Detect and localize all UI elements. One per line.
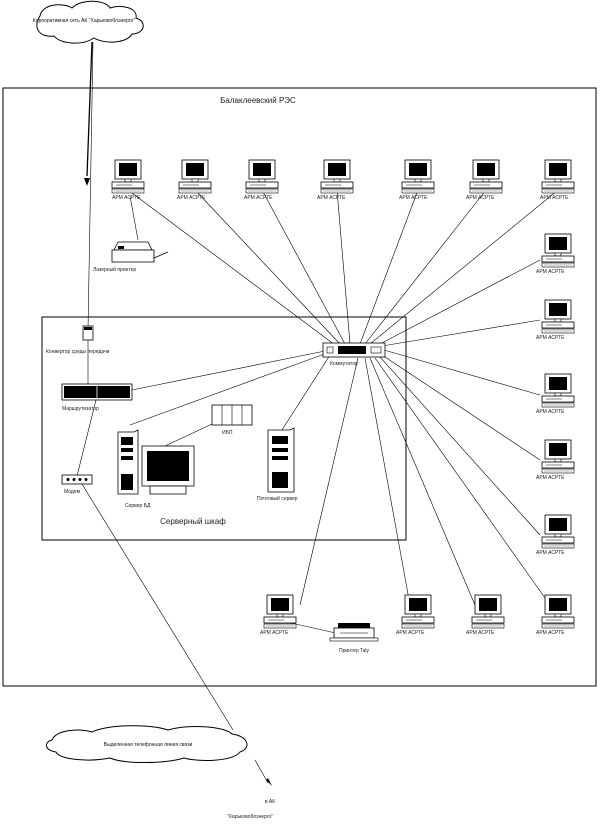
workstation-label: АРМ АСРТЕ [466, 195, 495, 201]
outer-label: Балаклеевский РЭС [220, 96, 296, 105]
workstation-label: АРМ АСРТЕ [396, 630, 425, 636]
workstation-label: АРМ АСРТЕ [536, 335, 565, 341]
workstation-label: АРМ АСРТЕ [399, 195, 428, 201]
top-cloud-label: Корпоративная сеть АК "Харьковоблэнерго" [33, 18, 135, 24]
laser-printer-label: Лазерный принтер [93, 266, 136, 273]
matrix-printer-label: Принтер Taly [339, 648, 370, 654]
workstation-label: АРМ АСРТЕ [536, 475, 565, 481]
bottom-cloud: Выделенная телефонная линия связи [46, 725, 248, 763]
workstation[interactable] [541, 233, 575, 268]
workstation-label: АРМ АСРТЕ [466, 630, 495, 636]
router-icon[interactable] [61, 383, 133, 401]
workstation-label: АРМ АСРТЕ [536, 630, 565, 636]
workstation-label: АРМ АСРТЕ [177, 195, 206, 201]
workstation[interactable] [263, 594, 297, 629]
workstation-label: АРМ АСРТЕ [536, 409, 565, 415]
downlink-arrow [266, 778, 272, 786]
modem-icon[interactable] [61, 474, 93, 485]
destination-line-2: "Харьковоблэнерго" [227, 814, 274, 820]
ups-label: ИБП [222, 430, 233, 436]
converter-label: Конвертор среды передачи [46, 349, 110, 355]
workstation-label: АРМ АСРТЕ [260, 630, 289, 636]
workstation[interactable] [541, 299, 575, 334]
connections [75, 189, 559, 784]
modem-label: Модем [64, 489, 81, 495]
workstation[interactable] [541, 159, 575, 194]
cabinet-label: Серверный шкаф [160, 517, 226, 526]
workstation[interactable] [111, 159, 145, 194]
bottom-cloud-label: Выделенная телефонная линия связи [104, 742, 193, 748]
wan-uplink [84, 41, 94, 331]
workstation[interactable] [245, 159, 279, 194]
workstation[interactable] [541, 514, 575, 549]
destination-line-1: в АК [265, 799, 275, 805]
top-cloud: Корпоративная сеть АК "Харьковоблэнерго" [33, 0, 144, 44]
workstation[interactable] [541, 373, 575, 408]
mail-server-icon[interactable] [267, 427, 295, 493]
workstation-label: АРМ АСРТЕ [540, 195, 569, 201]
db-server-icon[interactable] [117, 429, 195, 495]
workstation[interactable] [471, 594, 505, 629]
matrix-printer-icon[interactable] [329, 623, 379, 642]
workstation-label: АРМ АСРТЕ [536, 550, 565, 556]
workstation[interactable] [401, 159, 435, 194]
workstation-label: АРМ АСРТЕ [112, 195, 141, 201]
workstation[interactable] [401, 594, 435, 629]
outer-boundary [2, 87, 597, 687]
workstation[interactable] [541, 439, 575, 474]
converter-icon[interactable] [82, 325, 94, 341]
laser-printer-icon[interactable] [111, 241, 169, 263]
db-server-label: Сервер БД [125, 503, 151, 509]
switch-icon[interactable] [322, 342, 386, 358]
workstation[interactable] [469, 159, 503, 194]
router-label: Маршрутизатор [62, 406, 99, 412]
workstation-label: АРМ АСРТЕ [317, 195, 346, 201]
mail-server-label: Почтовый сервер [257, 495, 298, 502]
workstation-label: АРМ АСРТЕ [244, 195, 273, 201]
workstation[interactable] [541, 594, 575, 629]
ups-icon[interactable] [211, 404, 253, 426]
workstation-label: АРМ АСРТЕ [536, 269, 565, 275]
server-cabinet-boundary [41, 316, 407, 541]
workstation[interactable] [178, 159, 212, 194]
workstation[interactable] [320, 159, 354, 194]
switch-label: Коммутатор [330, 361, 358, 367]
